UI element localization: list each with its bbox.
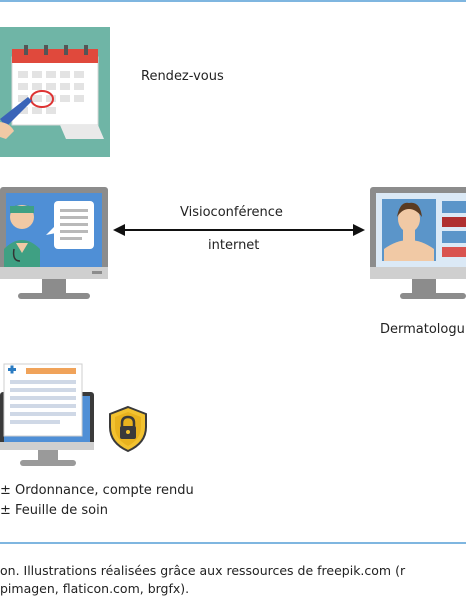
internet-label: internet	[208, 238, 260, 253]
patient-monitor-icon	[370, 187, 466, 299]
prescription-monitor-icon	[0, 363, 94, 466]
bottom-border	[0, 542, 466, 544]
double-arrow-icon	[113, 224, 365, 236]
prescription-label: ± Ordonnance, compte rendu	[0, 483, 194, 498]
shield-lock-icon	[109, 405, 147, 453]
figure-caption: on. Illustrations réalisées grâce aux re…	[0, 562, 466, 598]
appointment-label: Rendez-vous	[141, 69, 224, 84]
doctor-monitor-icon	[0, 187, 108, 299]
top-border	[0, 0, 466, 2]
dermatologist-label: Dermatologu	[380, 322, 465, 337]
caption-line-2: pimagen, flaticon.com, brgfx).	[0, 581, 190, 596]
calendar-icon	[0, 27, 110, 157]
care-sheet-label: ± Feuille de soin	[0, 503, 108, 518]
videoconference-label: Visioconférence	[180, 205, 283, 220]
caption-line-1: on. Illustrations réalisées grâce aux re…	[0, 563, 406, 578]
